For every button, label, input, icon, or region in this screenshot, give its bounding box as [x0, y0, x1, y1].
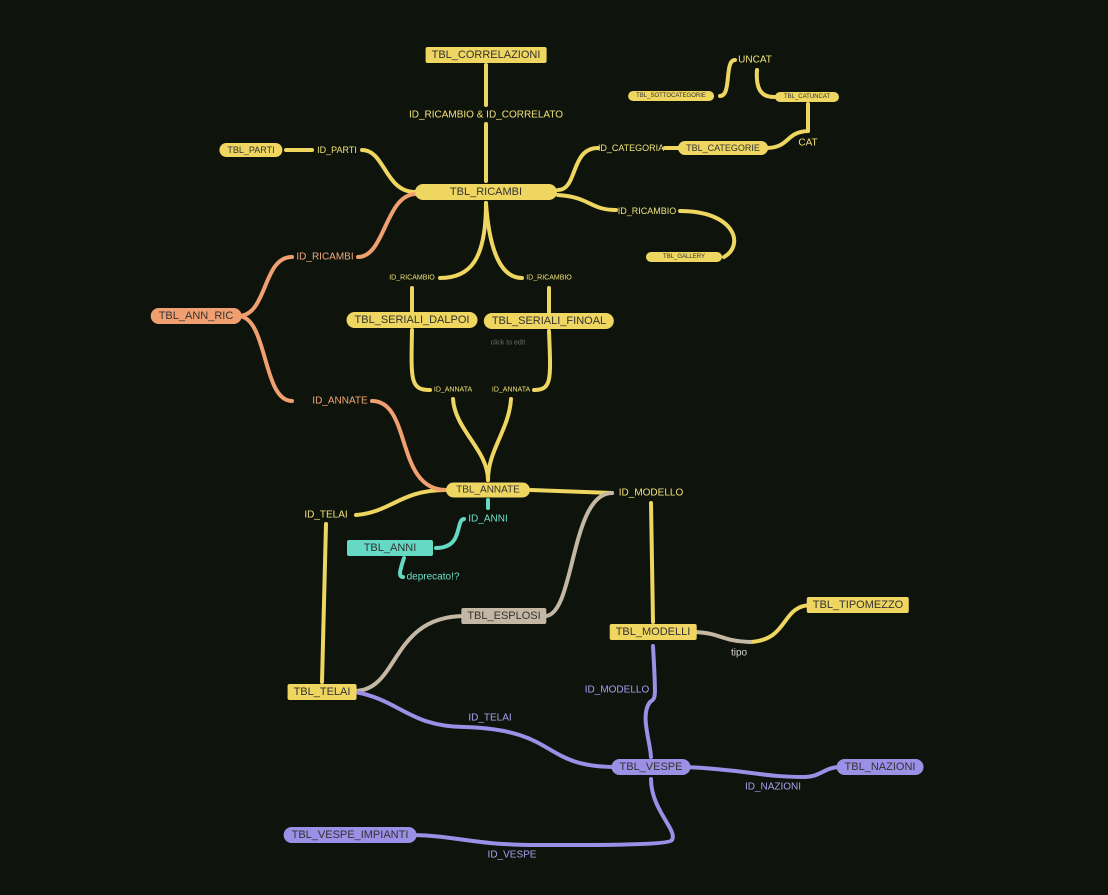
edge [556, 193, 618, 212]
edge [320, 522, 328, 684]
node-tbl-annate[interactable]: TBL_ANNATE [446, 482, 530, 498]
edge-label-id-annata-dalpoi[interactable]: ID_ANNATA [433, 386, 473, 394]
edge [236, 314, 294, 403]
node-tbl-catuncat[interactable]: TBL_CATUNCAT [775, 92, 839, 102]
node-tbl-nazioni[interactable]: TBL_NAZIONI [836, 759, 924, 775]
edge [684, 765, 842, 780]
edge-label-ricambio-correlato[interactable]: ID_RICAMBIO & ID_CORRELATO [408, 109, 564, 121]
edge [486, 397, 513, 482]
edge [678, 209, 736, 259]
edge [649, 501, 655, 624]
edge [643, 644, 657, 759]
edge [370, 399, 448, 492]
edge [360, 148, 417, 194]
node-tbl-ann-ric[interactable]: TBL_ANN_RIC [150, 308, 242, 324]
node-tbl-sottocategorie[interactable]: TBL_SOTTOCATEGORIE [628, 91, 714, 101]
edge [484, 201, 524, 280]
node-tbl-ricambi[interactable]: TBL_RICAMBI [415, 184, 557, 200]
edge-label-id-ricambio-dalpoi[interactable]: ID_RICAMBIO [389, 274, 435, 282]
node-tbl-gallery[interactable]: TBL_GALLERY [646, 252, 722, 262]
node-tbl-modelli[interactable]: TBL_MODELLI [609, 624, 697, 640]
edge [754, 68, 778, 99]
node-tbl-categorie[interactable]: TBL_CATEGORIE [678, 141, 768, 155]
edge-label-id-annata-finoal[interactable]: ID_ANNATA [491, 386, 531, 394]
edge-label-id-modello-vespe[interactable]: ID_MODELLO [584, 684, 650, 696]
edge [411, 833, 542, 847]
edge-label-id-anni[interactable]: ID_ANNI [468, 513, 508, 525]
edge-label-id-modello-annate[interactable]: ID_MODELLO [618, 487, 684, 499]
edge [451, 397, 490, 482]
edge [434, 517, 466, 550]
node-tbl-parti[interactable]: TBL_PARTI [219, 143, 283, 157]
edge [398, 556, 406, 579]
edge [356, 192, 417, 259]
edge [353, 690, 618, 769]
edge-label-id-telai-annate[interactable]: ID_TELAI [304, 509, 348, 521]
edge [353, 614, 467, 693]
edge-label-id-ricambio-gallery[interactable]: ID_RICAMBIO [617, 206, 677, 216]
edge [354, 488, 448, 517]
edge-label-id-nazioni[interactable]: ID_NAZIONI [744, 781, 802, 793]
edge-label-uncat[interactable]: UNCAT [738, 54, 772, 66]
edge [692, 630, 752, 644]
node-tbl-vespe-impianti[interactable]: TBL_VESPE_IMPIANTI [283, 827, 417, 843]
node-tbl-correlazioni[interactable]: TBL_CORRELAZIONI [425, 47, 547, 63]
edge-label-id-parti[interactable]: ID_PARTI [317, 145, 357, 155]
edge [764, 129, 810, 150]
node-tbl-vespe[interactable]: TBL_VESPE [611, 759, 691, 775]
edge-label-deprecato[interactable]: deprecato!? [406, 571, 460, 583]
edge-label-cat[interactable]: CAT [798, 137, 818, 149]
edge-label-id-ricambio-finoal[interactable]: ID_RICAMBIO [526, 274, 572, 282]
node-tbl-anni[interactable]: TBL_ANNI [347, 540, 433, 556]
edge-label-tipo[interactable]: tipo [730, 647, 748, 659]
node-tbl-esplosi[interactable]: TBL_ESPLOSI [461, 608, 547, 624]
node-tbl-seriali-dalpoi[interactable]: TBL_SERIALI_DALPOI [346, 312, 478, 328]
edge [718, 58, 737, 98]
edge-label-id-ricambi[interactable]: ID_RICAMBI [296, 251, 354, 263]
edge-label-id-vespe[interactable]: ID_VESPE [487, 849, 537, 861]
edge [532, 329, 552, 392]
edge [529, 488, 614, 495]
node-tbl-seriali-finoal[interactable]: TBL_SERIALI_FINOAL [483, 313, 615, 329]
click-to-edit-hint: click to edit [490, 339, 526, 347]
edge-label-id-categoria[interactable]: ID_CATEGORIA [597, 143, 665, 153]
edge [236, 255, 294, 318]
node-tbl-tipomezzo[interactable]: TBL_TIPOMEZZO [806, 597, 910, 613]
edge [748, 603, 814, 644]
edge-label-id-telai-vespe[interactable]: ID_TELAI [468, 712, 512, 724]
edge [438, 201, 488, 280]
node-tbl-telai[interactable]: TBL_TELAI [287, 684, 357, 700]
edge [556, 146, 600, 192]
edge [543, 491, 614, 618]
edge-label-id-annate[interactable]: ID_ANNATE [312, 395, 368, 407]
edge [538, 777, 675, 848]
edge [409, 328, 432, 392]
